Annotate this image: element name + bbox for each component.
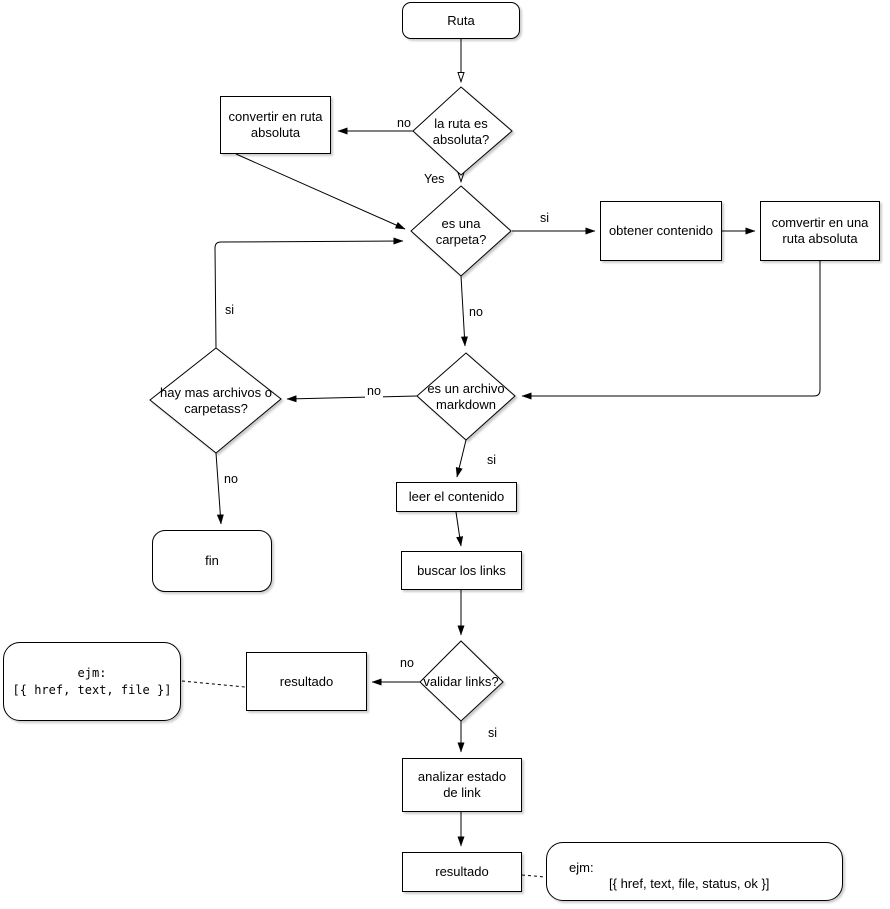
edge-convertir-to-carpeta [235,153,406,230]
edge-masarchivos-si-to-carpeta [214,237,404,349]
diamond-archivo-markdown [416,352,516,441]
note-ejemplo-status: ejm: [{ href, text, file, status, ok }] [546,842,843,901]
node-convertir-ruta-absoluta: convertir en ruta absoluta [220,96,331,154]
note-line: ejm: [569,859,594,875]
edge-label-si-mas-archivos: si [223,303,237,317]
note-line: ejm: [77,665,107,680]
node-buscar-links: buscar los links [401,551,522,590]
edge-masarchivos-no-to-fin [215,452,224,525]
edge-carpeta-no-to-markdown [460,275,468,347]
edge-label-no-validar: no [398,656,416,670]
diamond-label-mas-archivos: hay mas archivos o carpetass? [160,384,272,416]
edge-comvertir-to-markdown [521,261,821,400]
edge-label-no-carpeta: no [467,305,485,319]
node-analizar-estado-link: analizar estado de link [402,758,522,812]
node-comvertir-una-ruta-absoluta: comvertir en una ruta absoluta [760,201,880,261]
edge-markdown-si-to-leer [455,439,467,478]
edge-leer-to-buscar [455,511,464,547]
diamond-label-es-carpeta: es una carpeta? [435,215,487,247]
diamond-label-archivo-markdown: es un archivo markdown [427,380,505,412]
diamond-mas-archivos [149,347,282,454]
edge-label-si-validar: si [486,726,500,740]
node-fin: fin [152,530,272,592]
diamond-ruta-absoluta [412,86,513,176]
node-obtener-contenido: obtener contenido [600,201,722,261]
diamond-validar-links [419,640,504,722]
edge-note-status-dashed [521,874,546,878]
edge-note-links-dashed [181,680,246,688]
diamond-es-carpeta [410,185,512,277]
note-line: [{ href, text, file }] [12,682,172,697]
edge-label-yes-ruta: Yes [422,172,447,186]
node-resultado-2: resultado [402,852,522,892]
edge-label-no-ruta: no [395,116,413,130]
edge-label-no-mas-archivos: no [222,472,240,486]
note-ejemplo-links: ejm: [{ href, text, file }] [3,642,181,721]
node-leer-contenido: leer el contenido [396,482,517,512]
edge-label-si-carpeta: si [538,211,552,225]
edge-label-no-markdown: no [365,384,383,398]
edge-label-si-markdown: si [485,453,499,467]
edge-markdown-no-to-masarchivos [286,395,418,403]
note-line: [{ href, text, file, status, ok }] [609,875,770,891]
diamond-label-ruta-absoluta: la ruta es absoluta? [432,115,490,147]
node-resultado-1: resultado [246,652,367,711]
diamond-label-validar-links: validar links? [423,674,499,689]
node-ruta: Ruta [402,2,520,39]
